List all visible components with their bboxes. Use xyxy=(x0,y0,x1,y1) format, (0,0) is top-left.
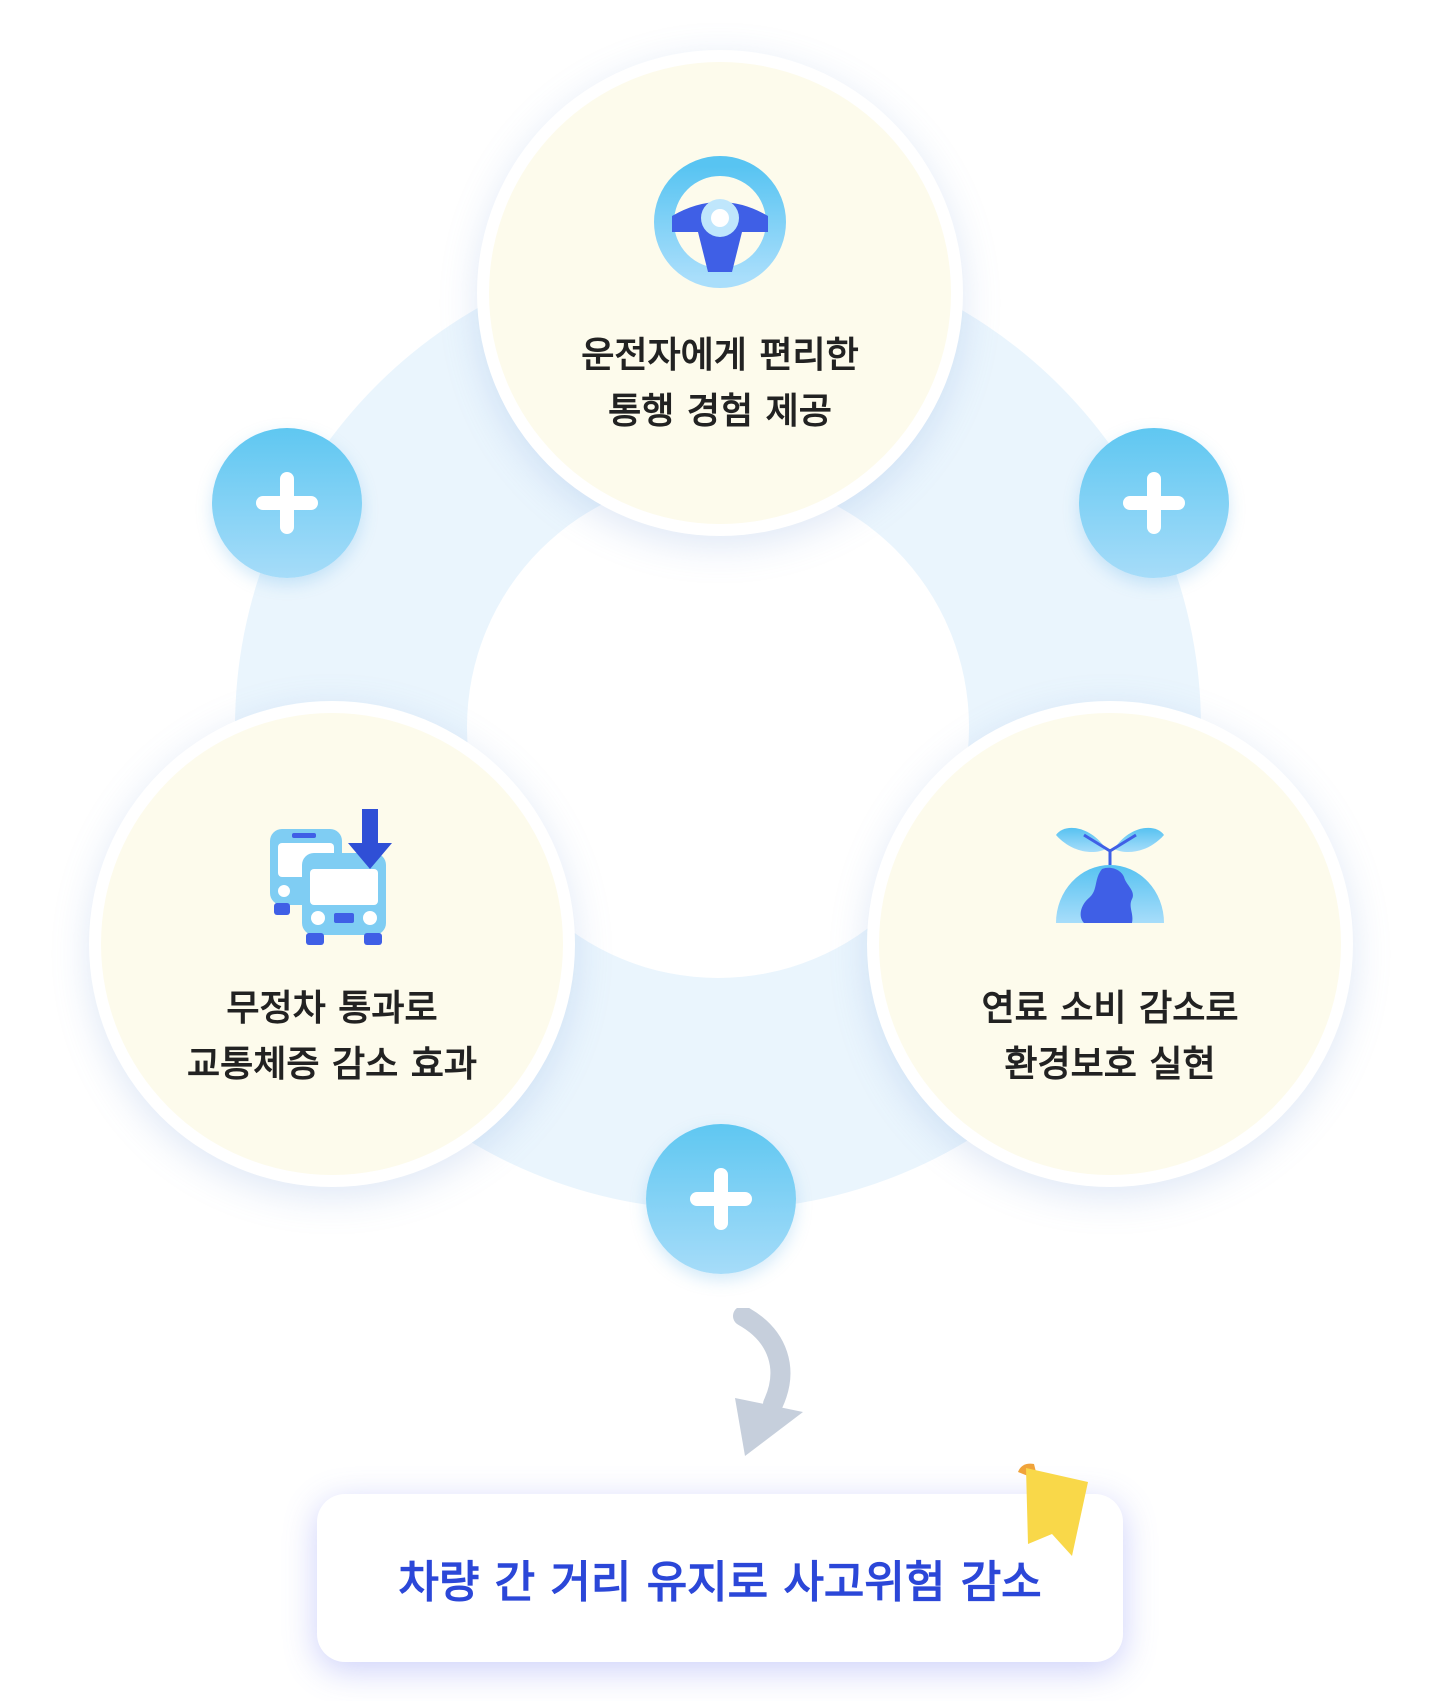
node-traffic-fill: 무정차 통과로 교통체증 감소 효과 xyxy=(101,713,563,1175)
node-environment-line-1: 연료 소비 감소로 xyxy=(981,988,1239,1029)
steering-wheel-icon xyxy=(654,156,786,288)
node-environment-line-2: 환경보호 실현 xyxy=(1004,1044,1216,1085)
node-driver-fill: 운전자에게 편리한 통행 경험 제공 xyxy=(489,62,951,524)
plus-icon xyxy=(1079,428,1229,578)
plus-icon xyxy=(646,1124,796,1274)
bus-icon xyxy=(270,809,392,945)
node-traffic-line-2: 교통체증 감소 효과 xyxy=(186,1044,478,1085)
node-traffic: 무정차 통과로 교통체증 감소 효과 xyxy=(89,701,575,1187)
node-driver: 운전자에게 편리한 통행 경험 제공 xyxy=(477,50,963,536)
plus-icon xyxy=(212,428,362,578)
node-driver-line-2: 통행 경험 제공 xyxy=(608,391,832,432)
node-traffic-text: 무정차 통과로 교통체증 감소 효과 xyxy=(101,981,563,1093)
bookmark-ribbon-icon xyxy=(1018,1463,1088,1556)
node-traffic-line-1: 무정차 통과로 xyxy=(226,988,438,1029)
node-environment-fill: 연료 소비 감소로 환경보호 실현 xyxy=(879,713,1341,1175)
result-text: 차량 간 거리 유지로 사고위험 감소 xyxy=(398,1557,1042,1608)
curved-arrow-icon xyxy=(733,1308,803,1456)
node-driver-text: 운전자에게 편리한 통행 경험 제공 xyxy=(489,328,951,440)
result-box: 차량 간 거리 유지로 사고위험 감소 xyxy=(317,1494,1123,1662)
sprout-earth-icon xyxy=(1056,827,1164,923)
node-environment-text: 연료 소비 감소로 환경보호 실현 xyxy=(879,981,1341,1093)
node-environment: 연료 소비 감소로 환경보호 실현 xyxy=(867,701,1353,1187)
node-driver-line-1: 운전자에게 편리한 xyxy=(581,335,859,376)
